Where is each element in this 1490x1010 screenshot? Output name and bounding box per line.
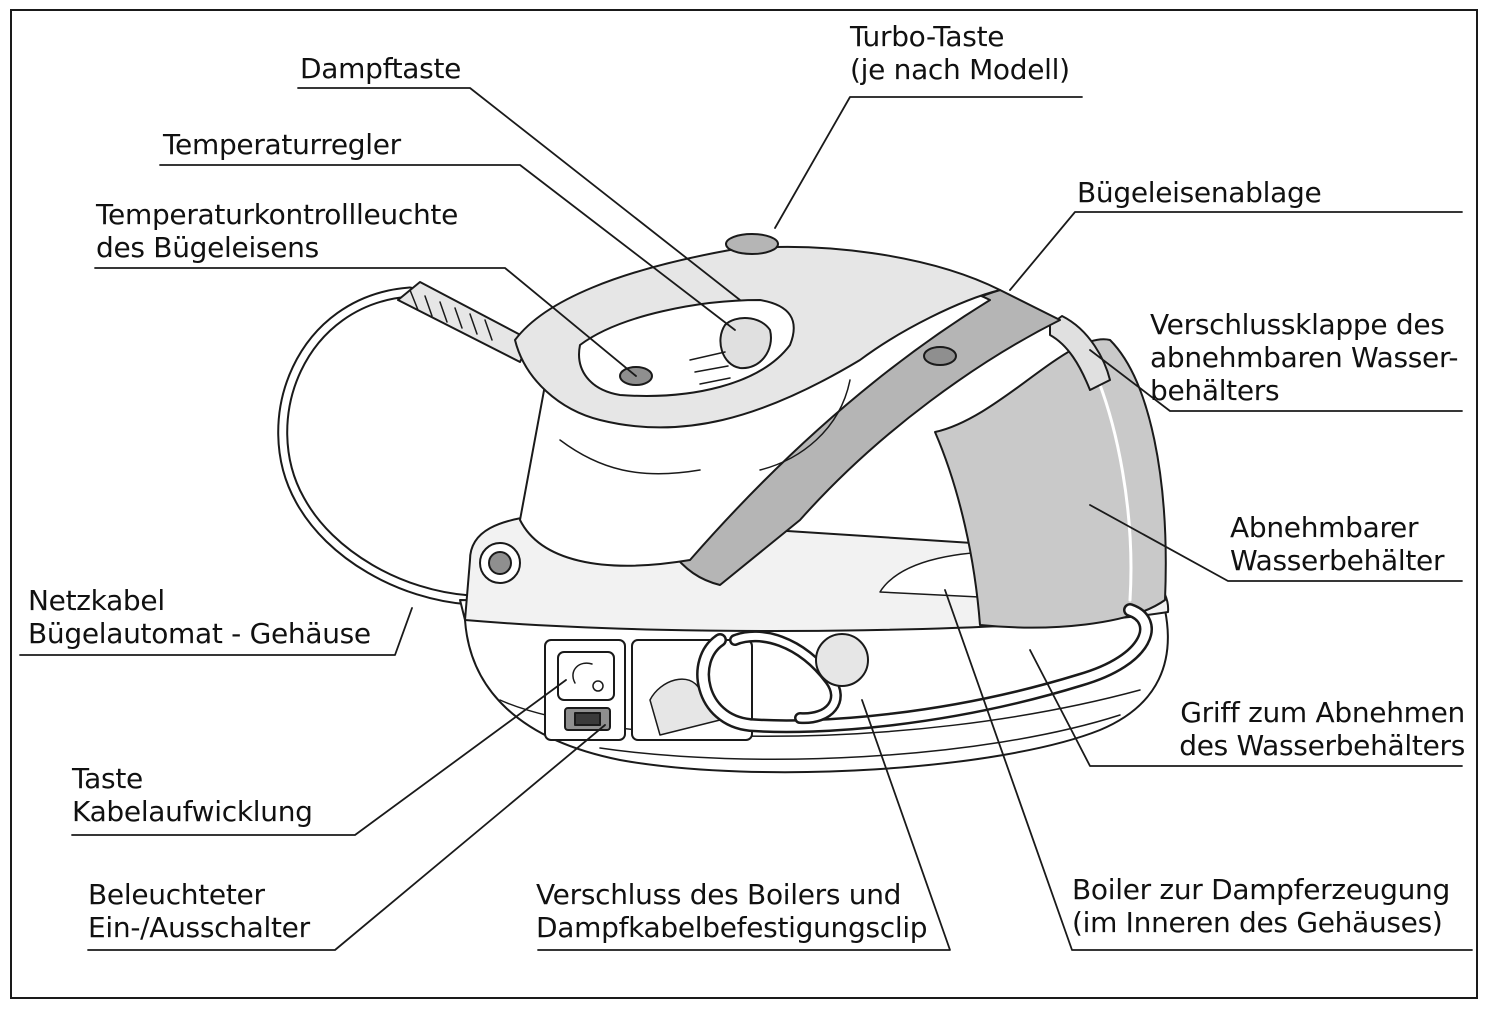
leader-lines xyxy=(19,87,1473,951)
label-tank-line2: Wasserbehälter xyxy=(1230,544,1445,577)
label-temp-leuchte-line2: des Bügeleisens xyxy=(96,231,319,264)
label-turbo-line1: Turbo-Taste xyxy=(850,20,1005,53)
leader-schalter xyxy=(87,724,606,951)
power-cord xyxy=(277,286,476,606)
label-verschluss-line1: Verschluss des Boilers und xyxy=(536,878,902,911)
hose-clip xyxy=(815,633,869,687)
tank-flap xyxy=(1049,315,1111,391)
turbo-button xyxy=(725,233,779,255)
label-boiler-line2: (im Inneren des Gehäuses) xyxy=(1072,906,1443,939)
label-netzkabel-line2: Bügelautomat - Gehäuse xyxy=(28,617,371,650)
leader-tank xyxy=(1089,504,1463,582)
label-turbo-taste: Turbo-Taste (je nach Modell) xyxy=(850,20,1070,86)
label-griff-line1: Griff zum Abnehmen xyxy=(1180,696,1465,729)
label-buegeleisenablage: Bügeleisenablage xyxy=(1077,176,1322,209)
label-dampftaste: Dampftaste xyxy=(300,52,461,85)
label-verschlussklappe: Verschlussklappe des abnehmbaren Wasser-… xyxy=(1150,308,1459,407)
label-schalter-line1: Beleuchteter xyxy=(88,878,265,911)
leader-ablage xyxy=(1009,211,1463,291)
cord-sleeve xyxy=(397,281,531,363)
label-klappe-line3: behälters xyxy=(1150,374,1280,407)
label-schalter-line2: Ein-/Ausschalter xyxy=(88,911,310,944)
leader-verschluss xyxy=(537,699,951,951)
label-temp-leuchte-line1: Temperaturkontrollleuchte xyxy=(96,198,459,231)
rest-latch xyxy=(923,346,957,366)
label-griff: Griff zum Abnehmen des Wasserbehälters xyxy=(1090,696,1465,762)
label-verschluss-line2: Dampfkabelbefestigungsclip xyxy=(536,911,928,944)
leader-turbo xyxy=(774,96,1083,229)
label-kabelaufwicklung: Taste Kabelaufwicklung xyxy=(72,762,313,828)
label-ablage-line1: Bügeleisenablage xyxy=(1077,176,1322,209)
cord-rewind-button xyxy=(557,651,615,701)
label-netzkabel: Netzkabel Bügelautomat - Gehäuse xyxy=(28,584,371,650)
leader-klappe xyxy=(1089,349,1463,412)
leader-temp-regler xyxy=(159,164,736,331)
label-temperaturkontrollleuchte: Temperaturkontrollleuchte des Bügeleisen… xyxy=(96,198,458,264)
leader-griff xyxy=(1029,649,1463,767)
label-temp-regler-line1: Temperaturregler xyxy=(163,128,401,161)
leader-boiler xyxy=(944,589,1473,951)
label-tank-line1: Abnehmbarer xyxy=(1230,511,1419,544)
label-ein-ausschalter: Beleuchteter Ein-/Ausschalter xyxy=(88,878,310,944)
label-klappe-line2: abnehmbaren Wasser- xyxy=(1150,341,1459,374)
label-klappe-line1: Verschlussklappe des xyxy=(1150,308,1445,341)
label-boiler-line1: Boiler zur Dampferzeugung xyxy=(1072,873,1450,906)
label-boiler: Boiler zur Dampferzeugung (im Inneren de… xyxy=(1072,873,1450,939)
leader-temp-leuchte xyxy=(94,267,637,377)
label-turbo-line2: (je nach Modell) xyxy=(850,53,1070,86)
label-kabel-taste-line2: Kabelaufwicklung xyxy=(72,795,313,828)
leader-dampf xyxy=(297,87,741,301)
label-kabel-taste-line1: Taste xyxy=(72,762,143,795)
leader-kabel-taste xyxy=(71,679,567,836)
label-temperaturregler: Temperaturregler xyxy=(163,128,401,161)
label-verschluss-boiler: Verschluss des Boilers und Dampfkabelbef… xyxy=(536,878,928,944)
label-griff-line2: des Wasserbehälters xyxy=(1179,729,1465,762)
label-netzkabel-line1: Netzkabel xyxy=(28,584,165,617)
label-dampf-line1: Dampftaste xyxy=(300,52,462,85)
leader-netzkabel xyxy=(19,607,413,656)
label-wasserbehaelter: Abnehmbarer Wasserbehälter xyxy=(1230,511,1444,577)
